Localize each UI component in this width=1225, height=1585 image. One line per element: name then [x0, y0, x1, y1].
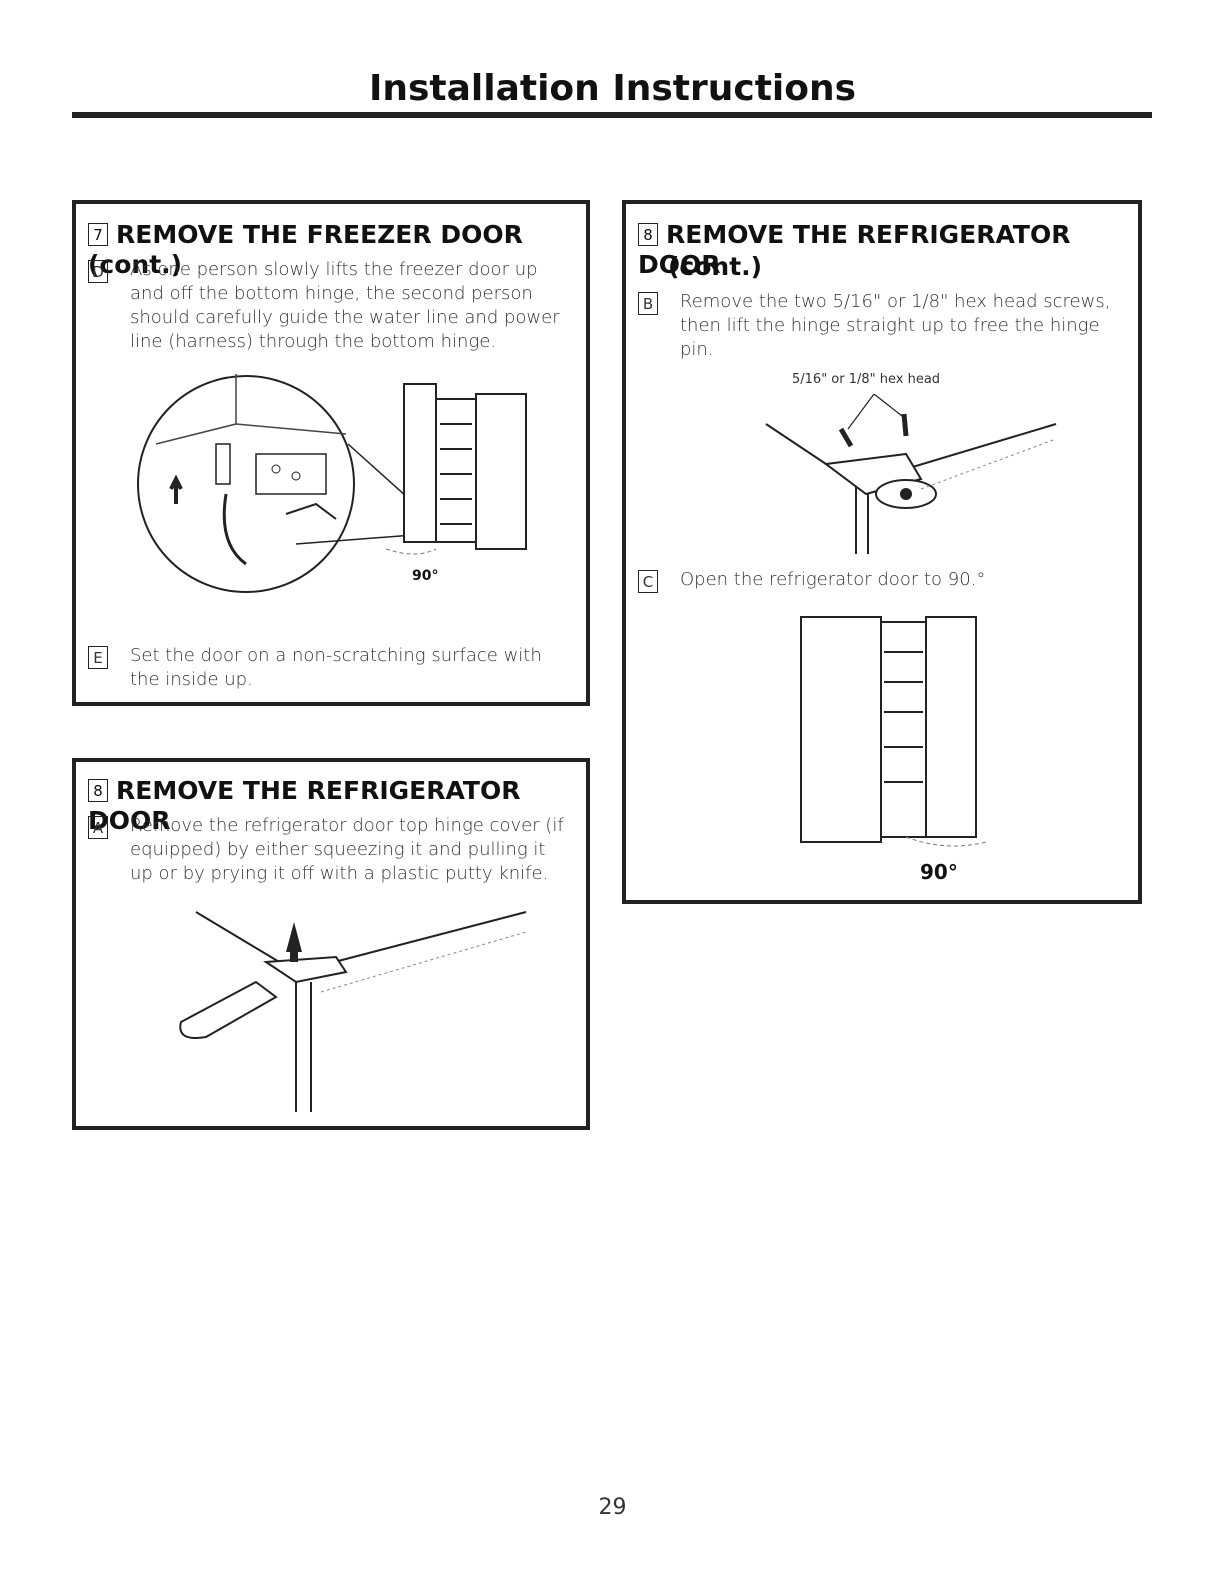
step-e-badge: E	[88, 646, 108, 669]
hinge-screws-illustration	[765, 394, 1057, 554]
step-a: A Remove the refrigerator door top hinge…	[88, 814, 568, 886]
screw-label: 5/16" or 1/8" hex head	[792, 372, 941, 387]
title-rule	[72, 112, 1152, 118]
fridge-angle-label: 90°	[920, 860, 958, 884]
step-a-text: Remove the refrigerator door top hinge c…	[130, 815, 564, 884]
step-d-text: As one person slowly lifts the freezer d…	[130, 259, 560, 352]
fridge-door-title: REMOVE THE REFRIGERATOR DOOR	[88, 776, 521, 835]
step-c-badge: C	[638, 570, 658, 593]
step-b-text: Remove the two 5/16" or 1/8" hex head sc…	[680, 291, 1111, 360]
step-number-badge: 7	[88, 223, 108, 246]
step-b: B Remove the two 5/16" or 1/8" hex head …	[638, 290, 1138, 362]
step-number-badge: 8	[638, 223, 658, 246]
page-title: Installation Instructions	[368, 68, 857, 109]
freezer-door-illustration	[137, 374, 527, 593]
step-c-text: Open the refrigerator door to 90.°	[680, 569, 986, 590]
hinge-cover-illustration	[179, 911, 527, 1112]
step-c: C Open the refrigerator door to 90.°	[638, 568, 1138, 593]
fridge-open-illustration	[800, 616, 987, 847]
fridge-door-cont-heading-line2: (cont.)	[668, 252, 763, 281]
freezer-door-title: REMOVE THE FREEZER DOOR (cont.)	[88, 220, 523, 279]
step-a-badge: A	[88, 816, 108, 839]
step-number-badge: 8	[88, 779, 108, 802]
page-number: 29	[598, 1495, 627, 1520]
step-e: E Set the door on a non-scratching surfa…	[88, 644, 568, 692]
fridge-door-cont-title: REMOVE THE REFRIGERATOR DOOR	[638, 220, 1071, 279]
freezer-angle-label: 90°	[412, 568, 439, 584]
step-b-badge: B	[638, 292, 658, 315]
step-d-badge: D	[88, 260, 108, 283]
step-d: D As one person slowly lifts the freezer…	[88, 258, 568, 354]
step-e-text: Set the door on a non-scratching surface…	[130, 645, 542, 690]
